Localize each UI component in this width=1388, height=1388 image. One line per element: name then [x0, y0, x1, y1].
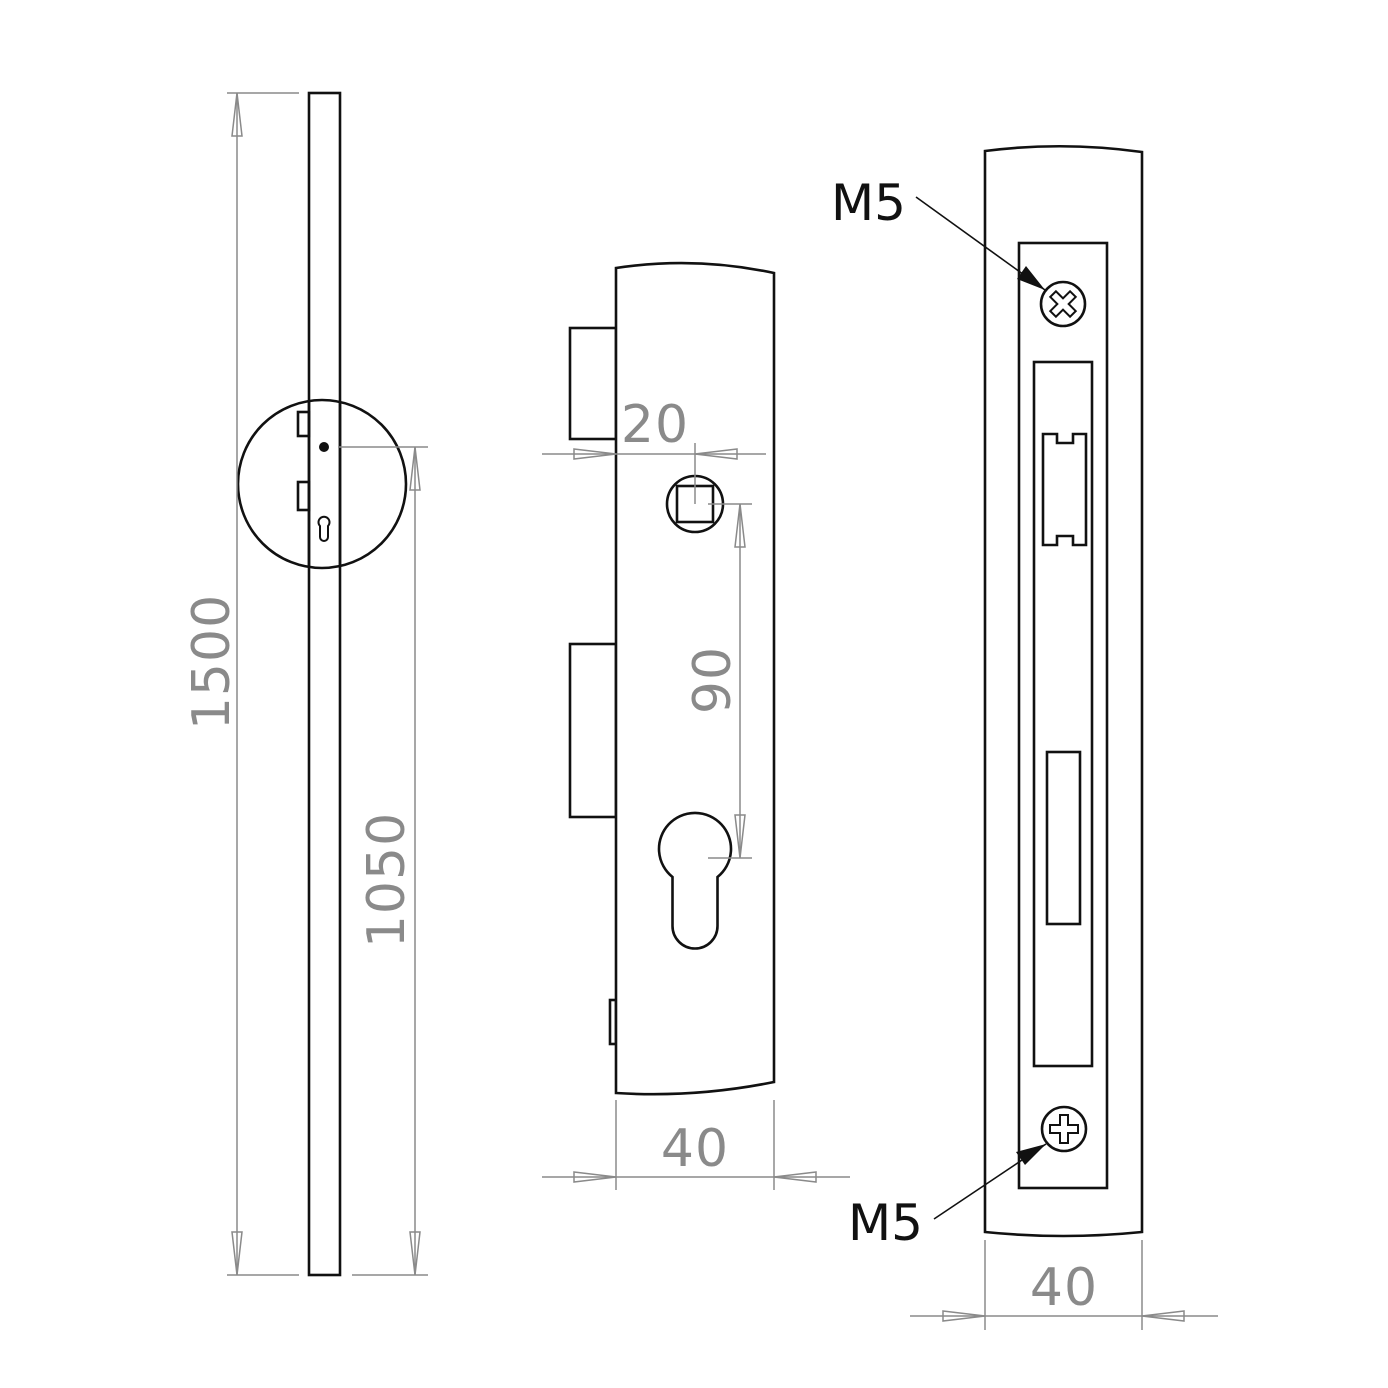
dim-label-40-front: 40	[661, 1119, 729, 1179]
detail-latch-tab	[296, 410, 311, 438]
keyhole-icon	[317, 515, 331, 542]
bolt-recess	[1032, 360, 1094, 1068]
detail-circle-content	[296, 400, 342, 568]
lock-bar	[307, 91, 342, 1277]
latch-bolt	[568, 326, 618, 441]
dim-label-90: 90	[683, 646, 743, 714]
top-screw-icon	[1039, 280, 1087, 328]
dimension-1050: 1050	[338, 446, 428, 1276]
dim-label-20: 20	[621, 395, 689, 455]
inner-plate	[1017, 241, 1109, 1190]
bottom-screw-icon	[1040, 1105, 1088, 1153]
dimension-40-faceplate: 40	[910, 1240, 1218, 1330]
detail-spindle-dot	[319, 442, 329, 452]
dead-bolt	[568, 642, 618, 819]
dim-label-1500: 1500	[182, 594, 242, 730]
detail-bolt-tab	[296, 480, 311, 512]
dead-bolt-face	[1045, 750, 1082, 926]
dimension-20: 20	[542, 395, 766, 504]
faceplate-view: M5 M5 40	[831, 144, 1218, 1330]
side-view: 1500 1050	[182, 91, 428, 1277]
lock-case	[614, 261, 776, 1096]
faceplate	[983, 144, 1144, 1238]
callout-label-top: M5	[831, 174, 906, 232]
front-view: 20 90 40	[542, 261, 850, 1190]
callout-bottom-screw: M5	[848, 1143, 1047, 1252]
dimension-90: 90	[683, 503, 752, 859]
dim-label-40-faceplate: 40	[1030, 1258, 1098, 1318]
dimension-40-front: 40	[542, 1100, 850, 1190]
callout-top-screw: M5	[831, 174, 1046, 291]
callout-label-bottom: M5	[848, 1194, 923, 1252]
latch-bolt-face	[1041, 432, 1088, 547]
detail-circle	[236, 398, 408, 570]
dim-label-1050: 1050	[357, 812, 417, 948]
dimension-1500: 1500	[182, 92, 299, 1276]
cylinder-hole	[657, 811, 733, 950]
